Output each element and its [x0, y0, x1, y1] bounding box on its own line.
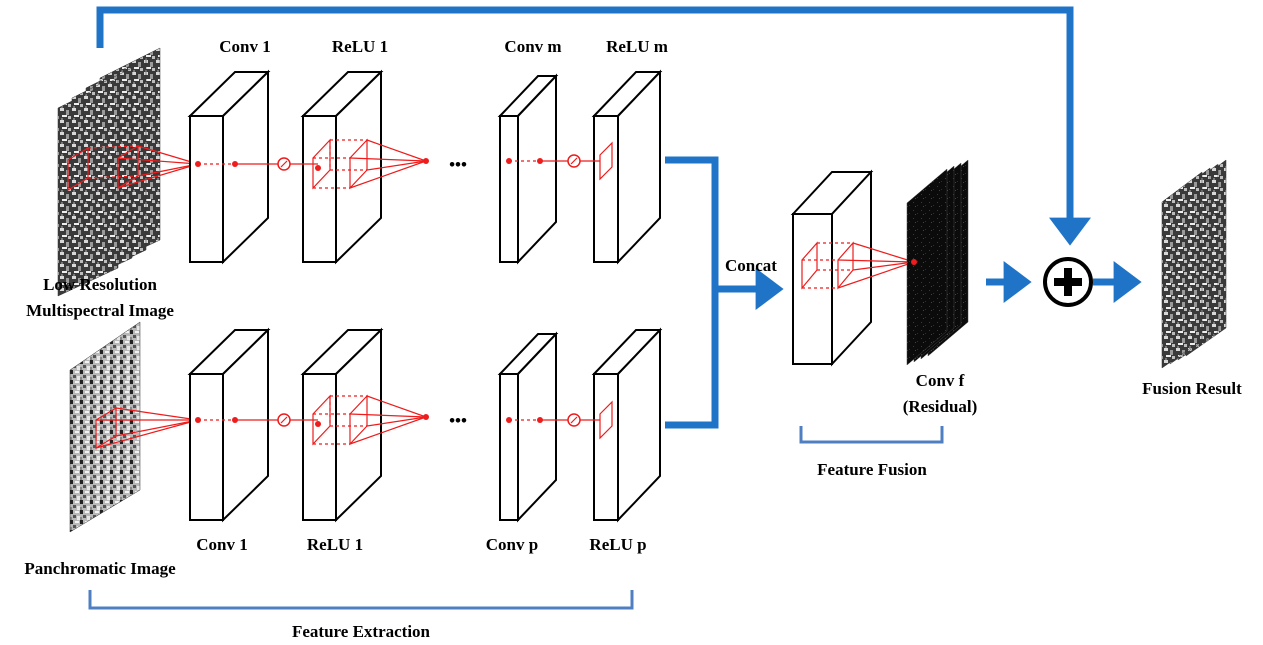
relu1-top-label: ReLU 1 — [332, 37, 388, 56]
fusion-result-image-stack — [1161, 159, 1227, 369]
top-branch-connections — [195, 138, 613, 190]
concat-connector — [665, 156, 784, 429]
skip-connection — [96, 6, 1091, 246]
residual-feature-maps — [906, 159, 969, 366]
fusion-receptive-field — [801, 241, 915, 290]
fusion-result-label: Fusion Result — [1142, 379, 1242, 398]
multispectral-image-stack — [57, 47, 161, 297]
convf-label-line2: (Residual) — [903, 397, 978, 416]
bottom-ellipsis: ••• — [449, 411, 467, 430]
pan-receptive-field — [95, 406, 199, 450]
feature-fusion-bracket — [799, 426, 944, 444]
relup-block — [591, 327, 663, 523]
relu1-bottom-block — [300, 327, 384, 523]
panchromatic-image — [69, 321, 141, 533]
convm-label: Conv m — [504, 37, 561, 56]
conv1-top-label: Conv 1 — [219, 37, 270, 56]
conv1-bottom-block — [187, 327, 271, 523]
feature-extraction-label: Feature Extraction — [292, 622, 431, 641]
convf-label-line1: Conv f — [916, 371, 965, 390]
relup-label: ReLU p — [589, 535, 646, 554]
add-operator-icon — [1043, 257, 1093, 307]
ms-image-label-line2: Multispectral Image — [26, 301, 174, 320]
fusion-conv-block — [790, 169, 874, 367]
convp-block — [497, 331, 559, 523]
top-ellipsis: ••• — [449, 155, 467, 174]
feature-extraction-bracket — [88, 590, 634, 610]
concat-label: Concat — [725, 256, 777, 275]
conv1-bottom-label: Conv 1 — [196, 535, 247, 554]
relum-label: ReLU m — [606, 37, 668, 56]
ms-image-label-line1: Low Resolution — [43, 275, 157, 294]
convp-label: Conv p — [486, 535, 538, 554]
conv1-top-block — [187, 69, 271, 265]
pan-image-label: Panchromatic Image — [24, 559, 176, 578]
convm-block — [497, 73, 559, 265]
ms-receptive-field — [67, 144, 199, 192]
feature-fusion-label: Feature Fusion — [817, 460, 927, 479]
relum-block — [591, 69, 663, 265]
relu1-top-block — [300, 69, 384, 265]
relu1-bottom-label: ReLU 1 — [307, 535, 363, 554]
bottom-branch-connections — [195, 394, 613, 446]
